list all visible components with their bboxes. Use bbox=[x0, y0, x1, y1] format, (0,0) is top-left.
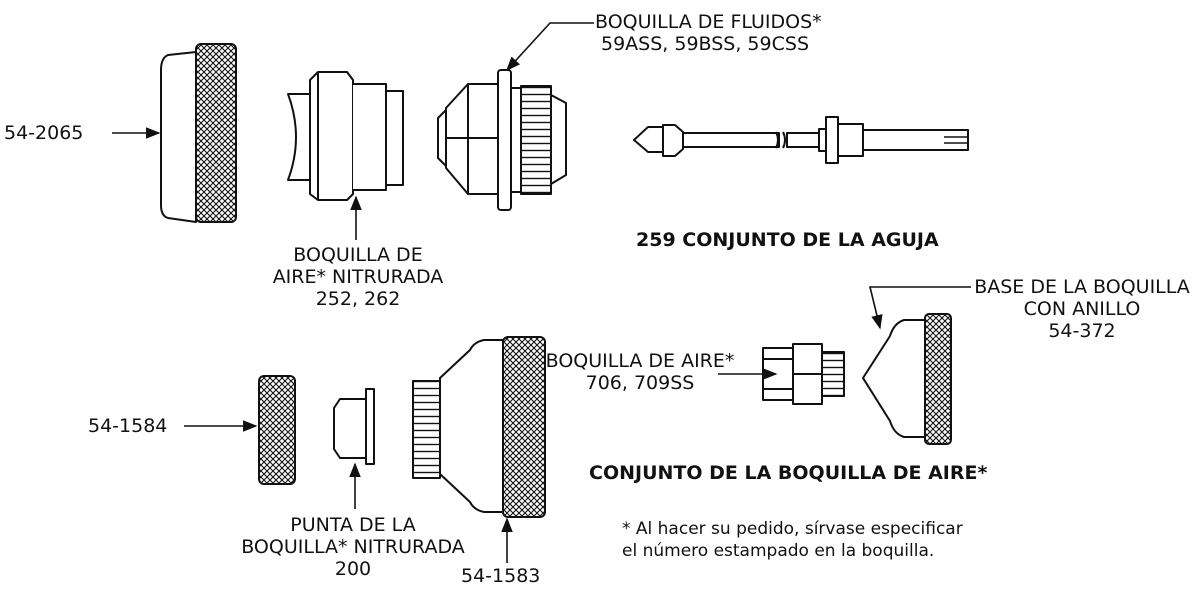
label-fluid-nozzle-line1: BOQUILLA DE FLUIDOS* bbox=[595, 11, 822, 33]
order-note: * Al hacer su pedido, sírvase especifica… bbox=[622, 518, 963, 562]
leader-nozzle-base bbox=[868, 286, 971, 330]
adapter-54-1583 bbox=[412, 336, 546, 518]
label-air-cap-line1: BOQUILLA DE bbox=[293, 244, 423, 266]
label-ring-54-1584: 54-1584 bbox=[88, 415, 168, 437]
needle-assembly bbox=[633, 116, 969, 164]
leader-fluid-nozzle bbox=[506, 22, 594, 72]
label-air-nozzle-line2: 706, 709SS bbox=[585, 372, 695, 394]
label-tip-line1: PUNTA DE LA bbox=[290, 514, 416, 536]
nozzle-base-with-ring bbox=[862, 313, 952, 445]
label-air-cap-nitrided: BOQUILLA DE AIRE* NITRURADA 252, 262 bbox=[230, 244, 486, 310]
label-fluid-nozzle: BOQUILLA DE FLUIDOS* 59ASS, 59BSS, 59CSS bbox=[595, 11, 822, 55]
nozzle-tip-nitrided bbox=[333, 388, 375, 465]
label-air-cap-line2: AIRE* NITRURADA bbox=[272, 266, 444, 288]
needle-assembly-title: 259 CONJUNTO DE LA AGUJA bbox=[636, 229, 939, 251]
label-adapter-54-1583: 54-1583 bbox=[461, 565, 541, 587]
label-air-nozzle: BOQUILLA DE AIRE* 706, 709SS bbox=[540, 350, 740, 394]
air-nozzle-706 bbox=[762, 343, 845, 405]
label-fluid-nozzle-line2: 59ASS, 59BSS, 59CSS bbox=[600, 33, 810, 55]
label-air-nozzle-line1: BOQUILLA DE AIRE* bbox=[545, 350, 735, 372]
label-air-cap-line3: 252, 262 bbox=[315, 288, 401, 310]
ring-54-1584 bbox=[258, 375, 296, 485]
label-tip-line3: 200 bbox=[334, 558, 372, 580]
label-nozzle-base-line1: BASE DE LA BOQUILLA bbox=[974, 276, 1190, 298]
retaining-ring-54-2065 bbox=[160, 43, 237, 223]
label-nozzle-base: BASE DE LA BOQUILLA CON ANILLO 54-372 bbox=[968, 276, 1196, 342]
order-note-line1: * Al hacer su pedido, sírvase especifica… bbox=[622, 519, 963, 539]
label-nozzle-base-line2: CON ANILLO bbox=[1023, 298, 1141, 320]
label-nozzle-tip: PUNTA DE LA BOQUILLA* NITRURADA 200 bbox=[228, 514, 478, 580]
order-note-line2: el número estampado en la boquilla. bbox=[622, 541, 935, 561]
fluid-nozzle bbox=[437, 69, 567, 211]
label-tip-line2: BOQUILLA* NITRURADA bbox=[241, 536, 465, 558]
label-retaining-ring: 54-2065 bbox=[4, 122, 84, 144]
label-nozzle-base-line3: 54-372 bbox=[1048, 320, 1116, 342]
air-cap-nitrided bbox=[287, 71, 404, 201]
air-nozzle-assembly-title: CONJUNTO DE LA BOQUILLA DE AIRE* bbox=[589, 462, 988, 484]
